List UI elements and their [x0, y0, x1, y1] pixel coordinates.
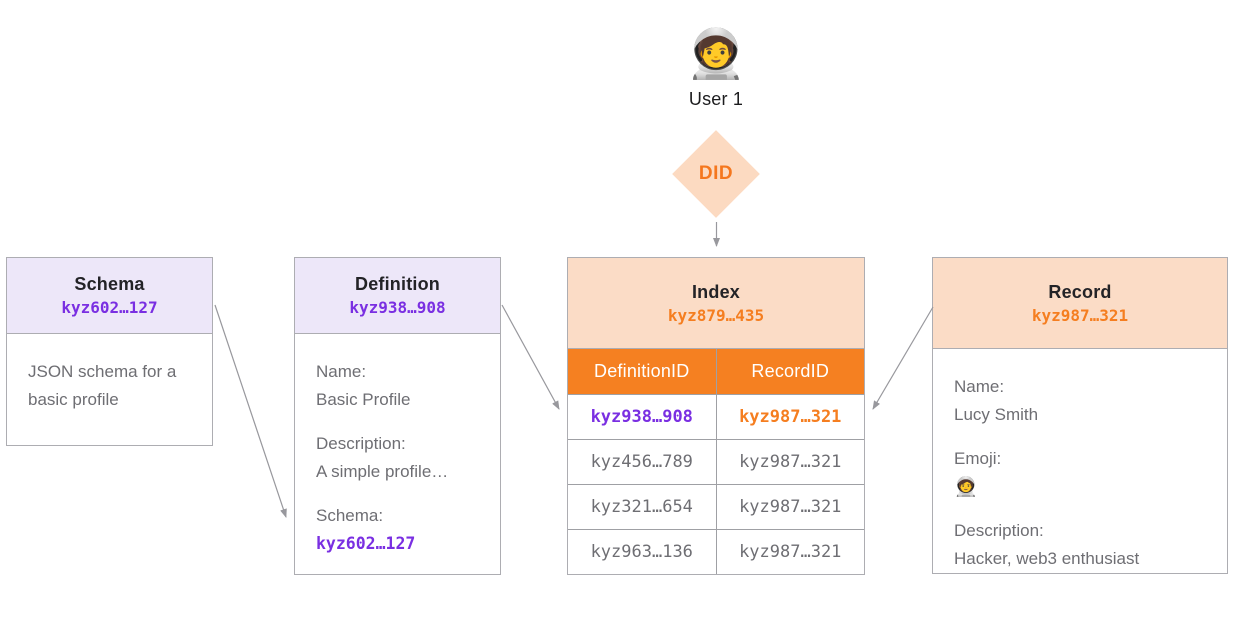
definition-body: Name: Basic Profile Description: A simpl… [295, 334, 500, 582]
schema-id: kyz602…127 [61, 298, 158, 317]
cell-definition-id: kyz321…654 [567, 483, 717, 530]
field-label: Description: [954, 521, 1044, 540]
record-body: Name: Lucy Smith Emoji: 🧑‍🚀 Description:… [933, 349, 1227, 597]
record-title: Record [1048, 281, 1112, 302]
schema-box: Schema kyz602…127 JSON schema for a basi… [6, 257, 213, 446]
schema-title: Schema [74, 274, 145, 294]
field-value: Lucy Smith [954, 405, 1039, 424]
cell-definition-id: kyz938…908 [567, 393, 717, 440]
cell-record-id: kyz987…321 [715, 393, 865, 440]
schema-description: JSON schema for a basic profile [28, 362, 177, 409]
definition-field-name: Name: Basic Profile [316, 358, 479, 414]
astronaut-emoji: 🧑‍🚀 [686, 26, 746, 82]
schema-body: JSON schema for a basic profile [7, 334, 212, 438]
did-label: DID [698, 163, 734, 184]
index-title: Index [691, 281, 740, 302]
field-label: Description: [316, 434, 406, 453]
cell-record-id: kyz987…321 [715, 528, 865, 575]
field-label: Emoji: [954, 449, 1002, 468]
record-box-header: Record kyz987…321 [933, 258, 1227, 349]
index-id: kyz879…435 [667, 305, 765, 325]
cell-definition-id: kyz963…136 [567, 528, 717, 575]
table-row: kyz963…136 kyz987…321 [567, 528, 865, 575]
column-header-definition-id: DefinitionID [567, 348, 717, 395]
record-field-name: Name: Lucy Smith [954, 373, 1206, 429]
arrow-schema-to-definition [214, 304, 287, 518]
cell-record-id: kyz987…321 [715, 438, 865, 485]
field-label: Schema: [316, 506, 384, 525]
table-row: kyz456…789 kyz987…321 [567, 438, 865, 485]
cell-definition-id: kyz456…789 [567, 438, 717, 485]
index-table-header-row: DefinitionID RecordID [567, 348, 865, 395]
field-label: Name: [316, 362, 367, 381]
field-value: Basic Profile [316, 390, 411, 409]
record-box: Record kyz987…321 Name: Lucy Smith Emoji… [932, 257, 1228, 574]
record-field-emoji: Emoji: 🧑‍🚀 [954, 445, 1206, 501]
column-header-record-id: RecordID [715, 348, 865, 395]
schema-box-header: Schema kyz602…127 [7, 258, 212, 334]
definition-box: Definition kyz938…908 Name: Basic Profil… [294, 257, 501, 575]
definition-field-description: Description: A simple profile… [316, 430, 479, 486]
astronaut-emoji-small: 🧑‍🚀 [954, 476, 978, 498]
record-id: kyz987…321 [1031, 305, 1129, 325]
arrow-definition-to-index-row [501, 304, 560, 410]
definition-field-schema: Schema: kyz602…127 [316, 502, 479, 558]
did-diamond: DID [672, 130, 760, 218]
field-value: A simple profile… [316, 462, 449, 481]
field-label: Name: [954, 377, 1005, 396]
field-value: Hacker, web3 enthusiast [954, 549, 1140, 568]
table-row: kyz321…654 kyz987…321 [567, 483, 865, 530]
index-table: DefinitionID RecordID kyz938…908 kyz987…… [567, 348, 865, 575]
field-value-schema-id: kyz602…127 [316, 534, 416, 553]
arrow-record-to-index-row [872, 306, 934, 410]
user-figure: 🧑‍🚀 User 1 [616, 24, 816, 110]
table-row: kyz938…908 kyz987…321 [567, 393, 865, 440]
index-box: Index kyz879…435 DefinitionID RecordID k… [567, 257, 865, 575]
definition-title: Definition [355, 274, 440, 294]
index-box-header: Index kyz879…435 [568, 258, 864, 349]
record-field-description: Description: Hacker, web3 enthusiast [954, 517, 1206, 573]
definition-id: kyz938…908 [349, 298, 446, 317]
user-label: User 1 [688, 89, 744, 109]
definition-box-header: Definition kyz938…908 [295, 258, 500, 334]
cell-record-id: kyz987…321 [715, 483, 865, 530]
